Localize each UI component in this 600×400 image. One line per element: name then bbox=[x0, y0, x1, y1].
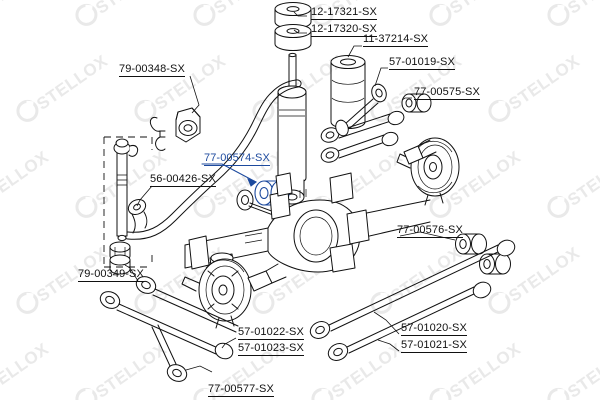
part-number-label[interactable]: 57-01021-SX bbox=[401, 339, 467, 353]
part-number-label[interactable]: 12-17321-SX bbox=[311, 6, 377, 20]
part-number-label[interactable]: 77-00577-SX bbox=[208, 383, 274, 397]
part-number-label[interactable]: 11-37214-SX bbox=[363, 33, 429, 47]
part-number-label[interactable]: 57-01022-SX bbox=[238, 326, 304, 340]
part-number-label[interactable]: 57-01019-SX bbox=[389, 56, 455, 70]
part-number-label[interactable]: 77-00575-SX bbox=[414, 86, 480, 100]
part-number-label[interactable]: 77-00574-SX bbox=[204, 152, 270, 166]
part-number-label[interactable]: 79-00349-SX bbox=[78, 268, 144, 282]
part-number-label[interactable]: 79-00348-SX bbox=[119, 63, 185, 77]
part-number-label[interactable]: 57-01023-SX bbox=[238, 342, 304, 356]
part-number-label[interactable]: 77-00576-SX bbox=[397, 224, 463, 238]
part-number-label[interactable]: 12-17320-SX bbox=[311, 23, 377, 37]
part-number-label[interactable]: 57-01020-SX bbox=[401, 322, 467, 336]
part-number-label[interactable]: 56-00426-SX bbox=[150, 173, 216, 187]
